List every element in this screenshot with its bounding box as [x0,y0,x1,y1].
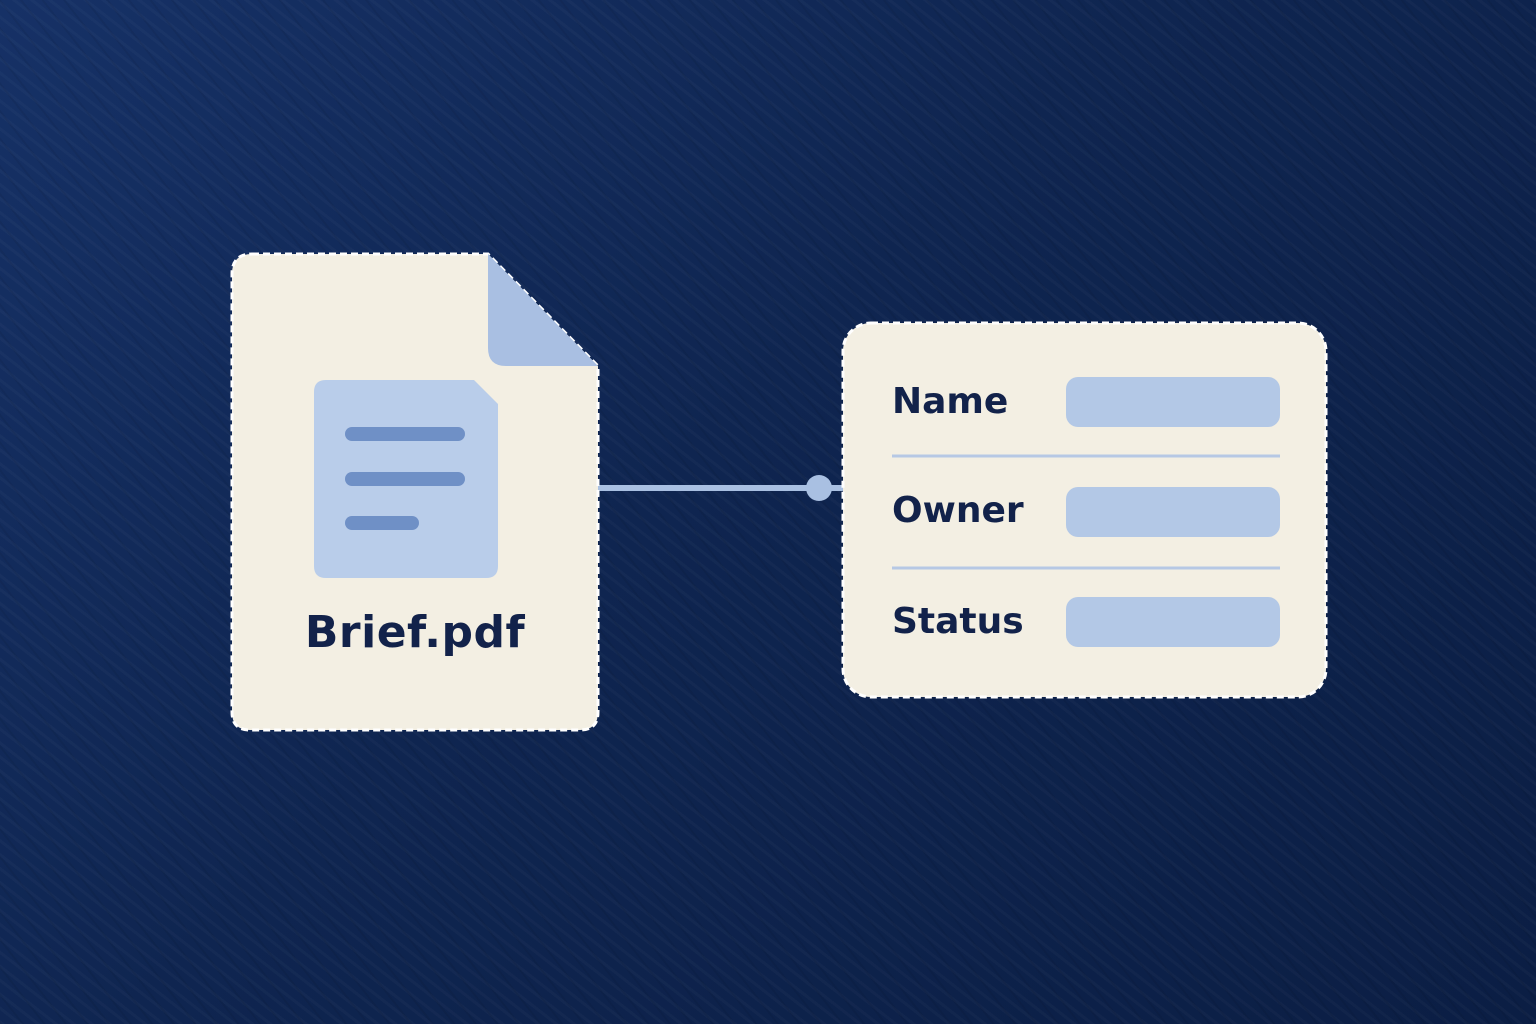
file-name-label: Brief.pdf [304,607,526,658]
folded-corner [488,254,598,366]
field-label-name: Name [892,381,1009,422]
document-icon [314,380,498,578]
connector-dot-icon [806,475,832,501]
file-card[interactable] [230,252,600,732]
field-value-name[interactable] [1066,377,1280,427]
field-value-owner[interactable] [1066,487,1280,537]
field-label-owner: Owner [892,490,1024,531]
field-value-status[interactable] [1066,597,1280,647]
field-label-status: Status [892,601,1024,642]
